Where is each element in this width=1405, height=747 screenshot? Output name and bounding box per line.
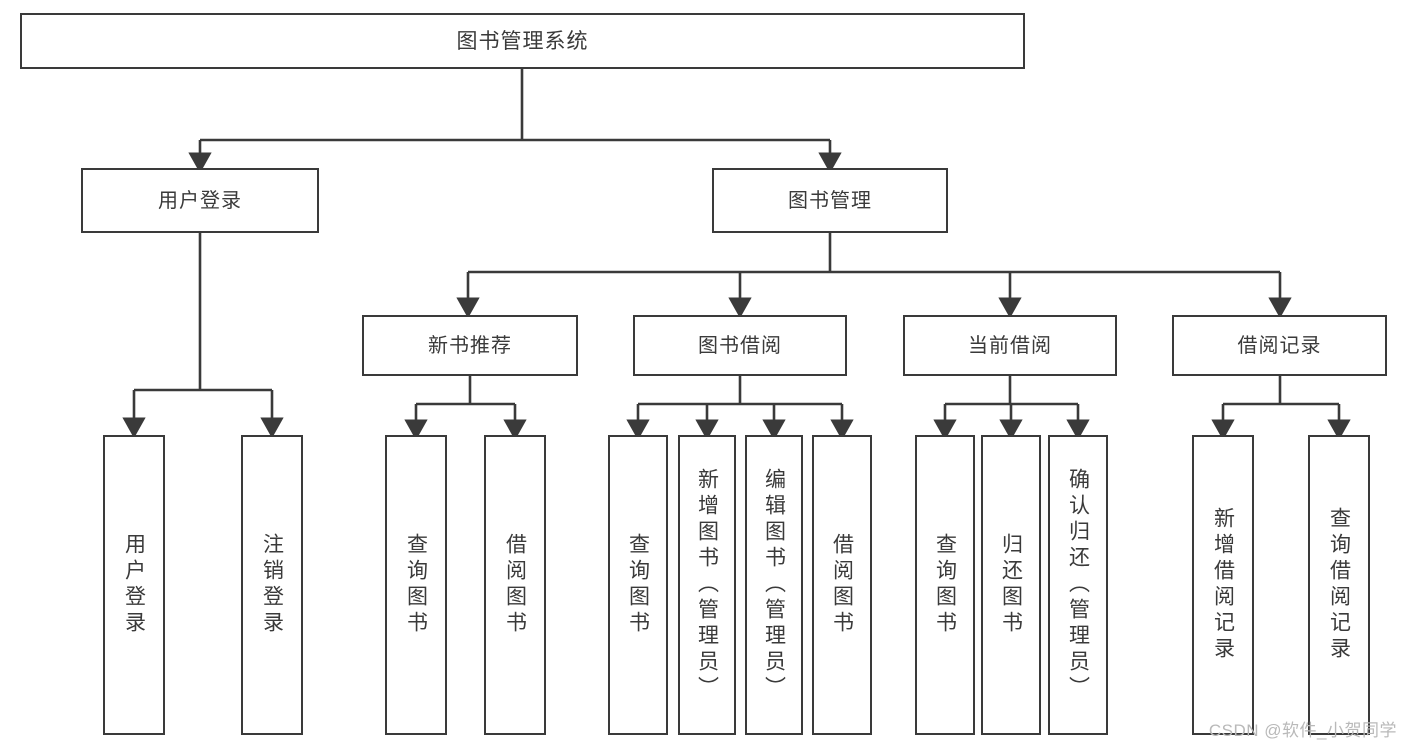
node-leaf-borrow-book-1-label: 借阅图书: [503, 533, 527, 637]
node-user-login-label: 用户登录: [158, 189, 242, 212]
node-book-manage[interactable]: 图书管理: [712, 168, 948, 233]
node-leaf-edit-book-label: 编辑图书（管理员）: [762, 468, 786, 702]
node-book-borrow[interactable]: 图书借阅: [633, 315, 847, 376]
node-current-borrow[interactable]: 当前借阅: [903, 315, 1117, 376]
node-leaf-user-login-label: 用户登录: [122, 533, 146, 637]
node-borrow-record[interactable]: 借阅记录: [1172, 315, 1387, 376]
node-leaf-return-book[interactable]: 归还图书: [981, 435, 1041, 735]
watermark: CSDN @软件_小贺同学: [1208, 721, 1397, 740]
node-borrow-record-label: 借阅记录: [1237, 334, 1322, 357]
node-new-book-recommend[interactable]: 新书推荐: [362, 315, 578, 376]
node-leaf-query-record[interactable]: 查询借阅记录: [1308, 435, 1370, 735]
node-book-manage-label: 图书管理: [788, 189, 872, 212]
node-leaf-query-book-3-label: 查询图书: [933, 533, 957, 637]
node-leaf-query-book-2[interactable]: 查询图书: [608, 435, 668, 735]
node-leaf-borrow-book-1[interactable]: 借阅图书: [484, 435, 546, 735]
node-leaf-user-login[interactable]: 用户登录: [103, 435, 165, 735]
node-leaf-user-logout[interactable]: 注销登录: [241, 435, 303, 735]
node-root[interactable]: 图书管理系统: [20, 13, 1025, 69]
node-leaf-user-logout-label: 注销登录: [260, 533, 284, 637]
node-leaf-query-book-1-label: 查询图书: [404, 533, 428, 637]
node-leaf-add-book-label: 新增图书（管理员）: [695, 468, 719, 702]
node-current-borrow-label: 当前借阅: [968, 334, 1052, 357]
node-leaf-query-record-label: 查询借阅记录: [1327, 507, 1351, 663]
node-leaf-query-book-2-label: 查询图书: [626, 533, 650, 637]
node-leaf-edit-book[interactable]: 编辑图书（管理员）: [745, 435, 803, 735]
node-book-borrow-label: 图书借阅: [698, 334, 782, 357]
node-leaf-add-record-label: 新增借阅记录: [1211, 507, 1235, 663]
node-leaf-query-book-1[interactable]: 查询图书: [385, 435, 447, 735]
node-root-label: 图书管理系统: [456, 29, 589, 53]
node-new-book-recommend-label: 新书推荐: [428, 334, 512, 357]
node-leaf-return-book-label: 归还图书: [999, 533, 1023, 637]
node-user-login[interactable]: 用户登录: [81, 168, 319, 233]
node-leaf-borrow-book-2-label: 借阅图书: [830, 533, 854, 637]
node-leaf-add-book[interactable]: 新增图书（管理员）: [678, 435, 736, 735]
node-leaf-confirm-return-label: 确认归还（管理员）: [1066, 468, 1090, 702]
node-leaf-query-book-3[interactable]: 查询图书: [915, 435, 975, 735]
node-leaf-confirm-return[interactable]: 确认归还（管理员）: [1048, 435, 1108, 735]
node-leaf-borrow-book-2[interactable]: 借阅图书: [812, 435, 872, 735]
node-leaf-add-record[interactable]: 新增借阅记录: [1192, 435, 1254, 735]
